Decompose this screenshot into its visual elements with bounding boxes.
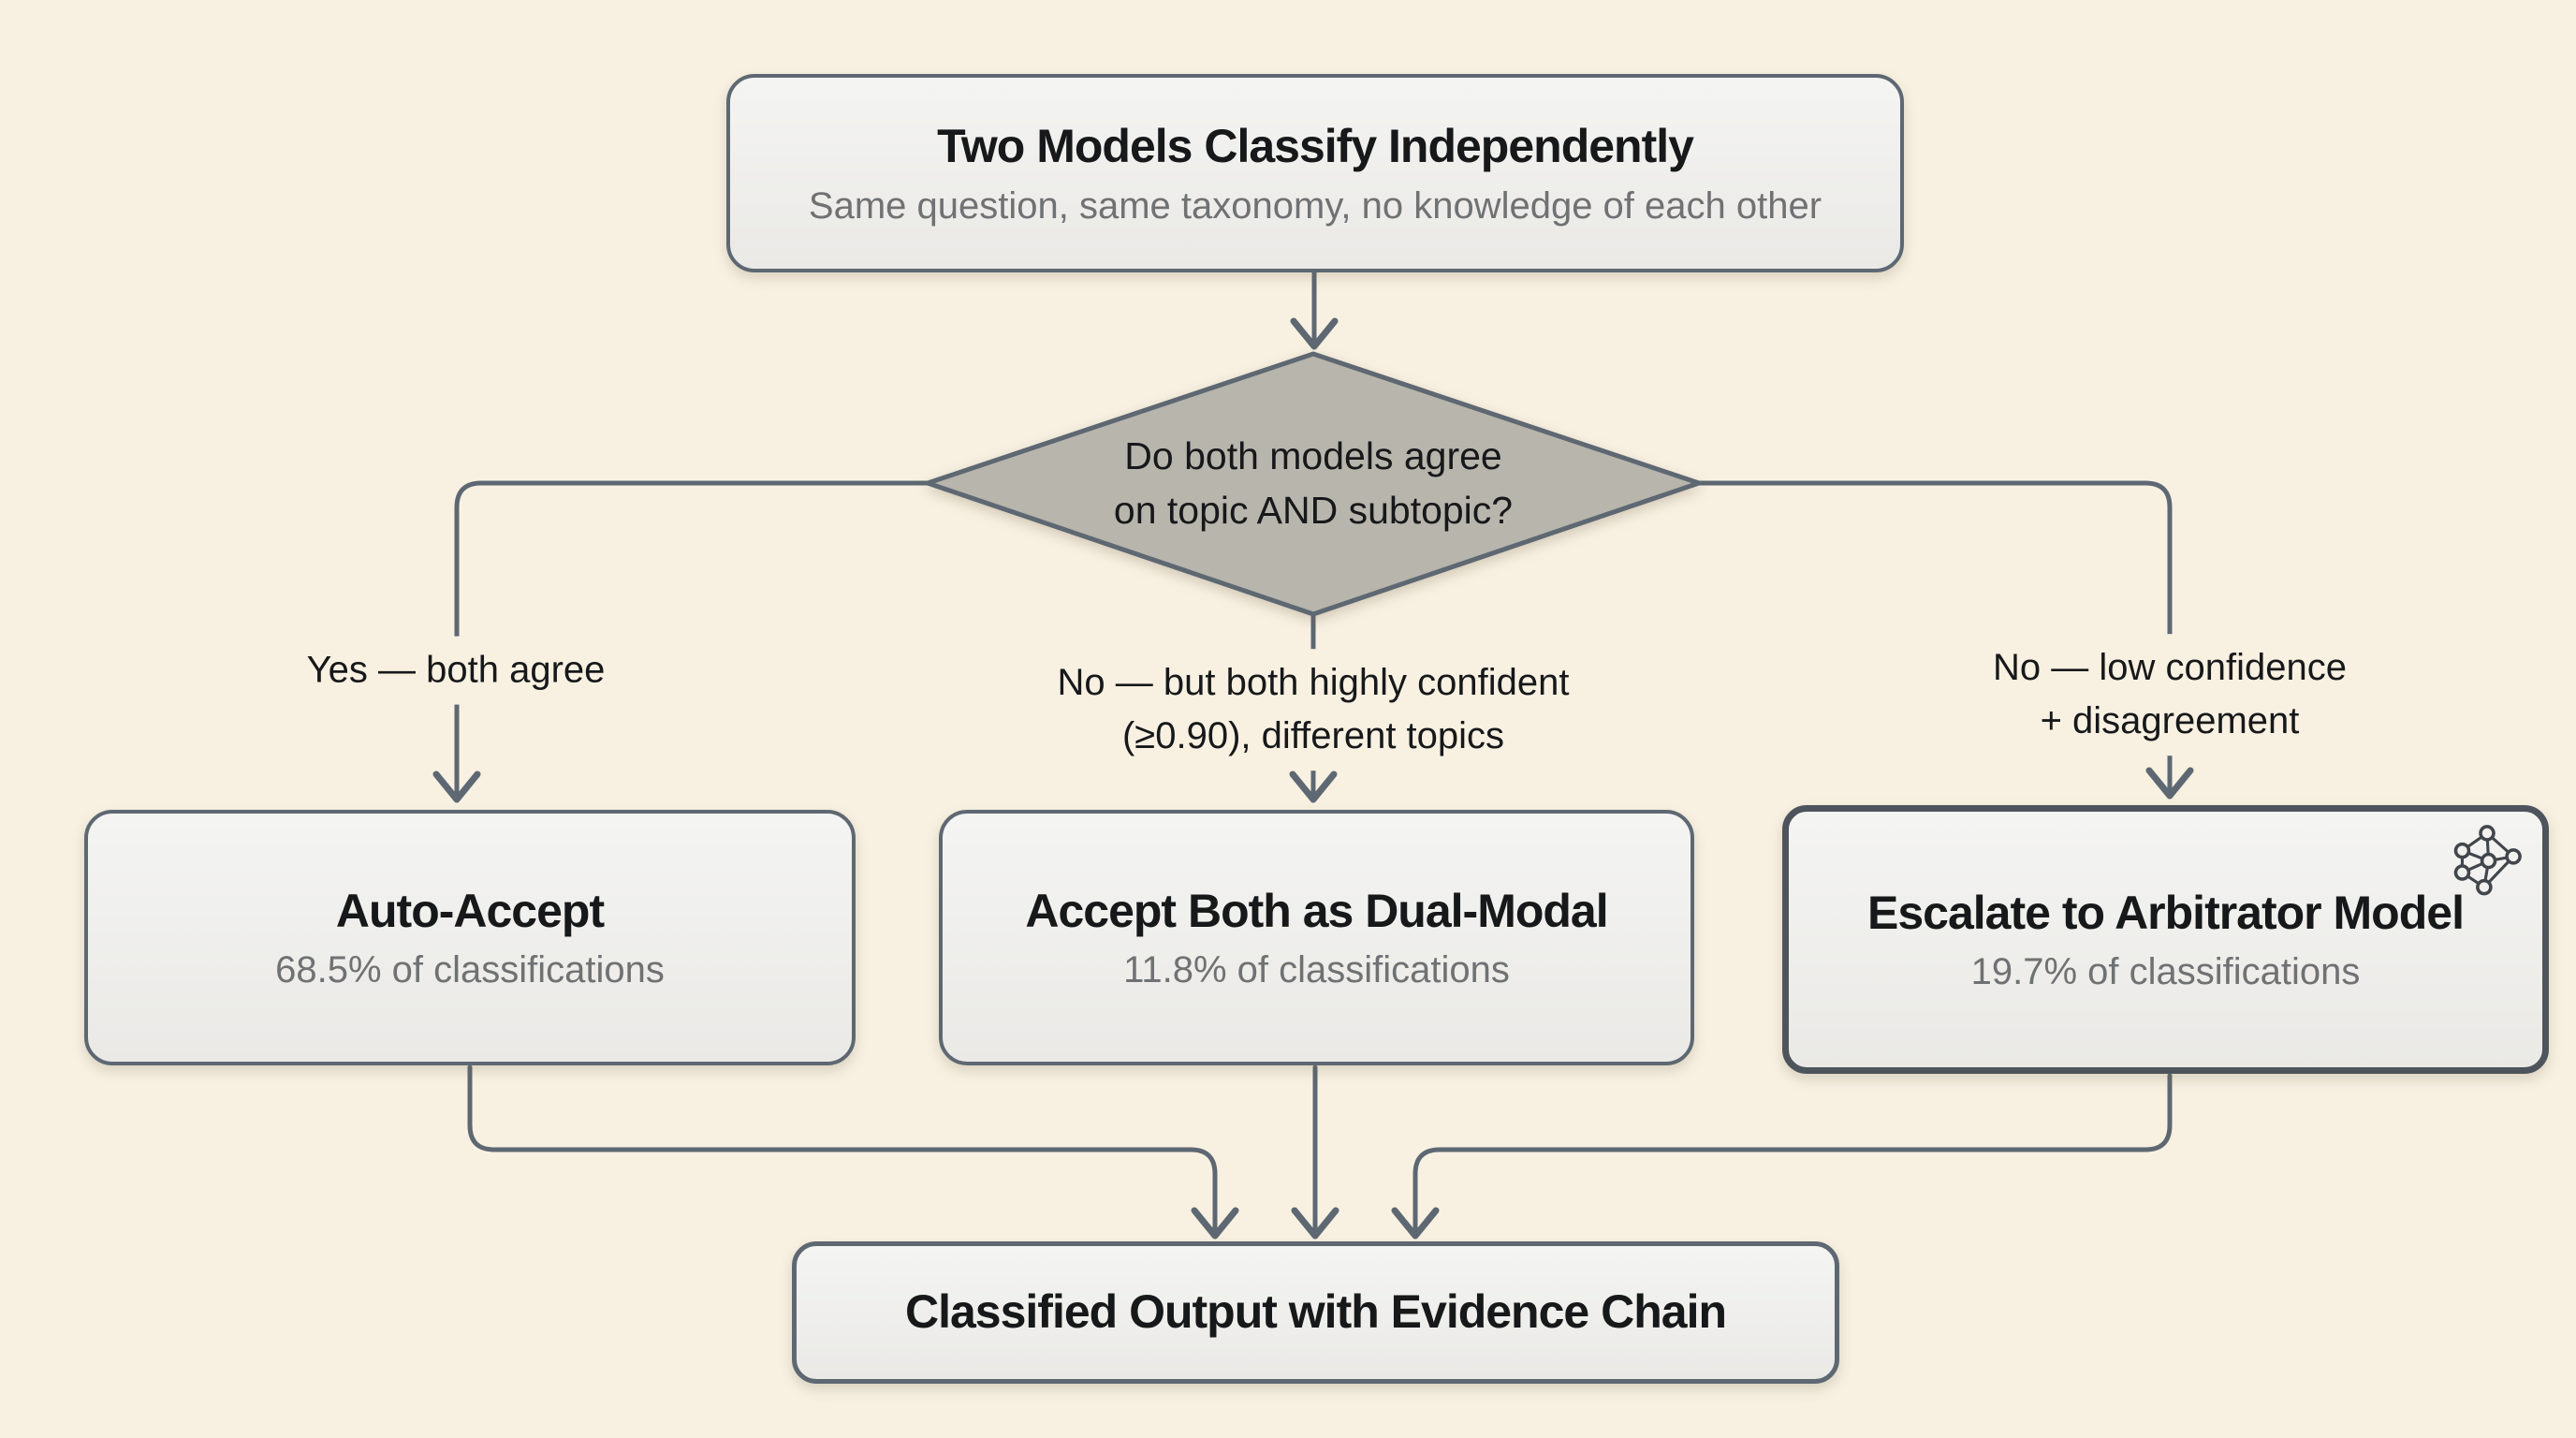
outcome-escalate: Escalate to Arbitrator Model 19.7% of cl…	[1782, 805, 2549, 1074]
outcome-dual-modal: Accept Both as Dual-Modal 11.8% of class…	[939, 810, 1694, 1065]
connector-auto-accept-to-end	[467, 1064, 1218, 1233]
outcome-auto-accept: Auto-Accept 68.5% of classifications	[84, 810, 856, 1065]
arrowhead-into-escalate	[2145, 767, 2194, 800]
neural-network-icon	[2453, 825, 2522, 896]
branch-label-escalate: No — low confidence + disagreement	[1974, 634, 2365, 756]
arrowhead-into-auto-accept	[432, 770, 481, 803]
arrowhead-left-into-end	[1191, 1207, 1239, 1240]
branch-label-yes-line1: Yes — both agree	[306, 649, 606, 691]
outcome-escalate-subtitle: 19.7% of classifications	[1970, 951, 2361, 993]
arrowhead-right-into-end	[1391, 1207, 1440, 1240]
branch-label-dual-modal: No — but both highly confident (≥0.90), …	[1038, 649, 1588, 770]
branch-label-dual-modal-line1: No — but both highly confident	[1057, 662, 1570, 704]
connector-decision-to-escalate	[1696, 480, 2173, 793]
decision-question: Do both models agree on topic AND subtop…	[1114, 429, 1513, 537]
arrowhead-into-decision	[1290, 317, 1339, 350]
branch-label-escalate-line1: No — low confidence	[1993, 647, 2347, 689]
connector-decision-to-auto-accept	[454, 480, 930, 797]
arrowhead-into-dual-modal	[1289, 770, 1338, 803]
outcome-escalate-title: Escalate to Arbitrator Model	[1867, 886, 2465, 939]
decision-diamond	[925, 351, 1702, 617]
start-node-title: Two Models Classify Independently	[937, 120, 1694, 173]
end-node: Classified Output with Evidence Chain	[792, 1241, 1839, 1384]
start-node: Two Models Classify Independently Same q…	[726, 74, 1904, 272]
arrowhead-mid-into-end	[1291, 1207, 1339, 1240]
decision-question-line1: Do both models agree	[1124, 433, 1502, 477]
start-node-subtitle: Same question, same taxonomy, no knowled…	[808, 184, 1822, 227]
outcome-auto-accept-title: Auto-Accept	[335, 884, 605, 937]
branch-label-dual-modal-line2: (≥0.90), different topics	[1121, 715, 1505, 756]
branch-label-yes: Yes — both agree	[287, 636, 624, 705]
outcome-auto-accept-subtitle: 68.5% of classifications	[275, 949, 665, 991]
outcome-dual-modal-subtitle: 11.8% of classifications	[1123, 949, 1510, 991]
outcome-dual-modal-title: Accept Both as Dual-Modal	[1025, 884, 1608, 937]
end-node-title: Classified Output with Evidence Chain	[904, 1285, 1727, 1339]
branch-label-escalate-line2: + disagreement	[2040, 700, 2300, 741]
connector-escalate-to-end	[1412, 1073, 2173, 1233]
decision-question-line2: on topic AND subtopic?	[1113, 489, 1514, 532]
